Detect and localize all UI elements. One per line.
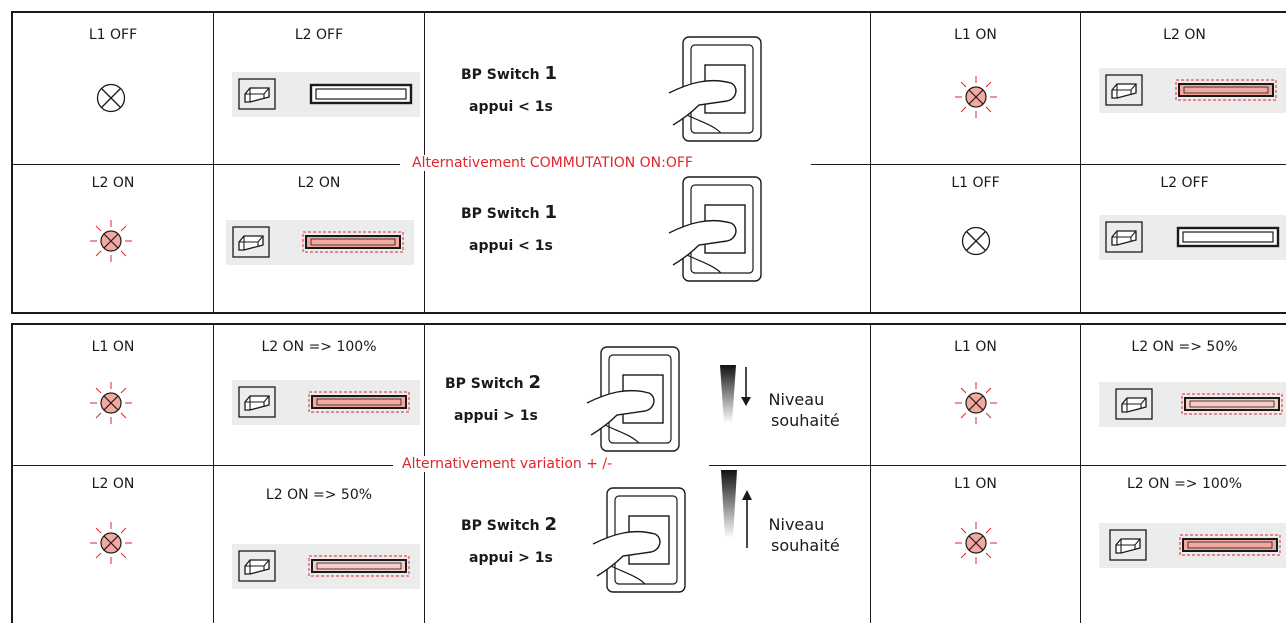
l1-right-cell: L1 OFF [871, 165, 1080, 316]
l2-right-cell: L2 ON => 50% [1081, 325, 1286, 465]
lamp-status-label: L1 ON [954, 339, 997, 355]
ballast-icon [1115, 388, 1153, 420]
l1-left-cell: L1 ON [13, 325, 213, 465]
tube-status-label: L2 OFF [1160, 175, 1209, 191]
fluorescent-tube-off-icon [309, 83, 413, 105]
ballast-icon [1109, 529, 1147, 561]
lamp-on-icon [90, 220, 132, 262]
switch-cell: BP Switch 1 appui < 1s [425, 13, 870, 164]
ballast-icon [1105, 221, 1143, 253]
tube-status-label: L2 ON => 100% [261, 339, 377, 355]
lamp-status-label: L2 ON [91, 476, 135, 492]
l2-left-cell: L2 ON => 50% [214, 466, 424, 625]
lamp-status-label: L1 OFF [88, 27, 138, 43]
fluorescent-tube-on-icon [308, 555, 410, 577]
row-divider [13, 465, 393, 466]
lamp-on-icon [90, 522, 132, 564]
ballast-tube-group [232, 380, 420, 425]
lamp-off-icon [96, 83, 126, 113]
lamp-on-icon [955, 382, 997, 424]
l2-left-cell: L2 ON [214, 165, 424, 316]
lamp-status-label: L1 OFF [951, 175, 1000, 191]
l2-right-cell: L2 OFF [1081, 165, 1286, 316]
ballast-tube-group [1099, 382, 1286, 427]
row-divider [709, 465, 1286, 466]
lamp-status-label: L1 ON [91, 339, 135, 355]
fluorescent-tube-on-icon [1175, 79, 1277, 101]
l1-left-cell: L2 ON [13, 466, 213, 625]
push-button-switch-icon [592, 487, 686, 593]
divider [870, 325, 871, 623]
ballast-tube-group [226, 220, 414, 265]
push-button-switch-icon [668, 36, 762, 142]
tube-status-label: L2 ON => 50% [265, 487, 373, 503]
l1-right-cell: L1 ON [871, 13, 1080, 164]
fluorescent-tube-on-icon [308, 391, 410, 413]
commutation-panel: Alternativement COMMUTATION ON:OFF L1 OF… [11, 11, 1286, 314]
variation-panel: Alternativement variation + /- L1 ON L2 … [11, 323, 1286, 623]
level-down-arrow-icon [720, 365, 751, 423]
press-condition: appui < 1s [469, 238, 553, 254]
separator-label: Alternativement variation + /- [402, 456, 613, 472]
ballast-tube-group [1099, 523, 1286, 568]
divider [870, 13, 871, 312]
tube-status-label: L2 ON [297, 175, 341, 191]
divider [1080, 13, 1081, 312]
divider [213, 325, 214, 623]
l1-right-cell: L1 ON [871, 325, 1080, 465]
bp-switch-label: BP Switch 1 [461, 63, 557, 84]
ballast-icon [238, 386, 276, 418]
switch-cell: BP Switch 1 appui < 1s [425, 165, 870, 316]
lamp-on-icon [90, 382, 132, 424]
l2-left-cell: L2 ON => 100% [214, 325, 424, 465]
ballast-tube-group [232, 544, 420, 589]
ballast-tube-group [232, 72, 420, 117]
ballast-tube-group [1099, 215, 1286, 260]
fluorescent-tube-off-icon [1176, 226, 1280, 248]
press-condition: appui > 1s [454, 408, 538, 424]
bp-switch-label: BP Switch 2 [445, 372, 541, 393]
ballast-icon [238, 78, 276, 110]
ballast-tube-group [1099, 68, 1286, 113]
l2-right-cell: L2 ON [1081, 13, 1286, 164]
row-divider [811, 164, 1286, 165]
separator-label: Alternativement COMMUTATION ON:OFF [412, 155, 693, 171]
divider [424, 325, 425, 623]
tube-status-label: L2 ON [1163, 27, 1206, 43]
l1-left-cell: L1 OFF [13, 13, 213, 164]
fluorescent-tube-on-icon [1181, 393, 1283, 415]
lamp-on-icon [955, 522, 997, 564]
divider [1080, 325, 1081, 623]
lamp-on-icon [955, 76, 997, 118]
fluorescent-tube-on-icon [1179, 534, 1281, 556]
ballast-icon [1105, 74, 1143, 106]
press-condition: appui < 1s [469, 99, 553, 115]
bp-switch-label: BP Switch 1 [461, 202, 557, 223]
row-divider [13, 164, 400, 165]
tube-status-label: L2 ON => 50% [1131, 339, 1238, 355]
tube-status-label: L2 ON => 100% [1126, 476, 1243, 492]
lamp-status-label: L1 ON [954, 476, 997, 492]
ballast-icon [232, 226, 270, 258]
tube-status-label: L2 OFF [294, 27, 344, 43]
press-condition: appui > 1s [469, 550, 553, 566]
ballast-icon [238, 550, 276, 582]
lamp-off-icon [961, 226, 991, 256]
l1-left-cell: L2 ON [13, 165, 213, 316]
level-up-arrow-icon [721, 470, 752, 548]
l2-left-cell: L2 OFF [214, 13, 424, 164]
divider [213, 13, 214, 312]
lamp-status-label: L1 ON [954, 27, 997, 43]
l1-right-cell: L1 ON [871, 466, 1080, 625]
bp-switch-label: BP Switch 2 [461, 514, 557, 535]
l2-right-cell: L2 ON => 100% [1081, 466, 1286, 625]
fluorescent-tube-on-icon [302, 231, 404, 253]
lamp-status-label: L2 ON [91, 175, 135, 191]
push-button-switch-icon [668, 176, 762, 282]
push-button-switch-icon [586, 346, 680, 452]
